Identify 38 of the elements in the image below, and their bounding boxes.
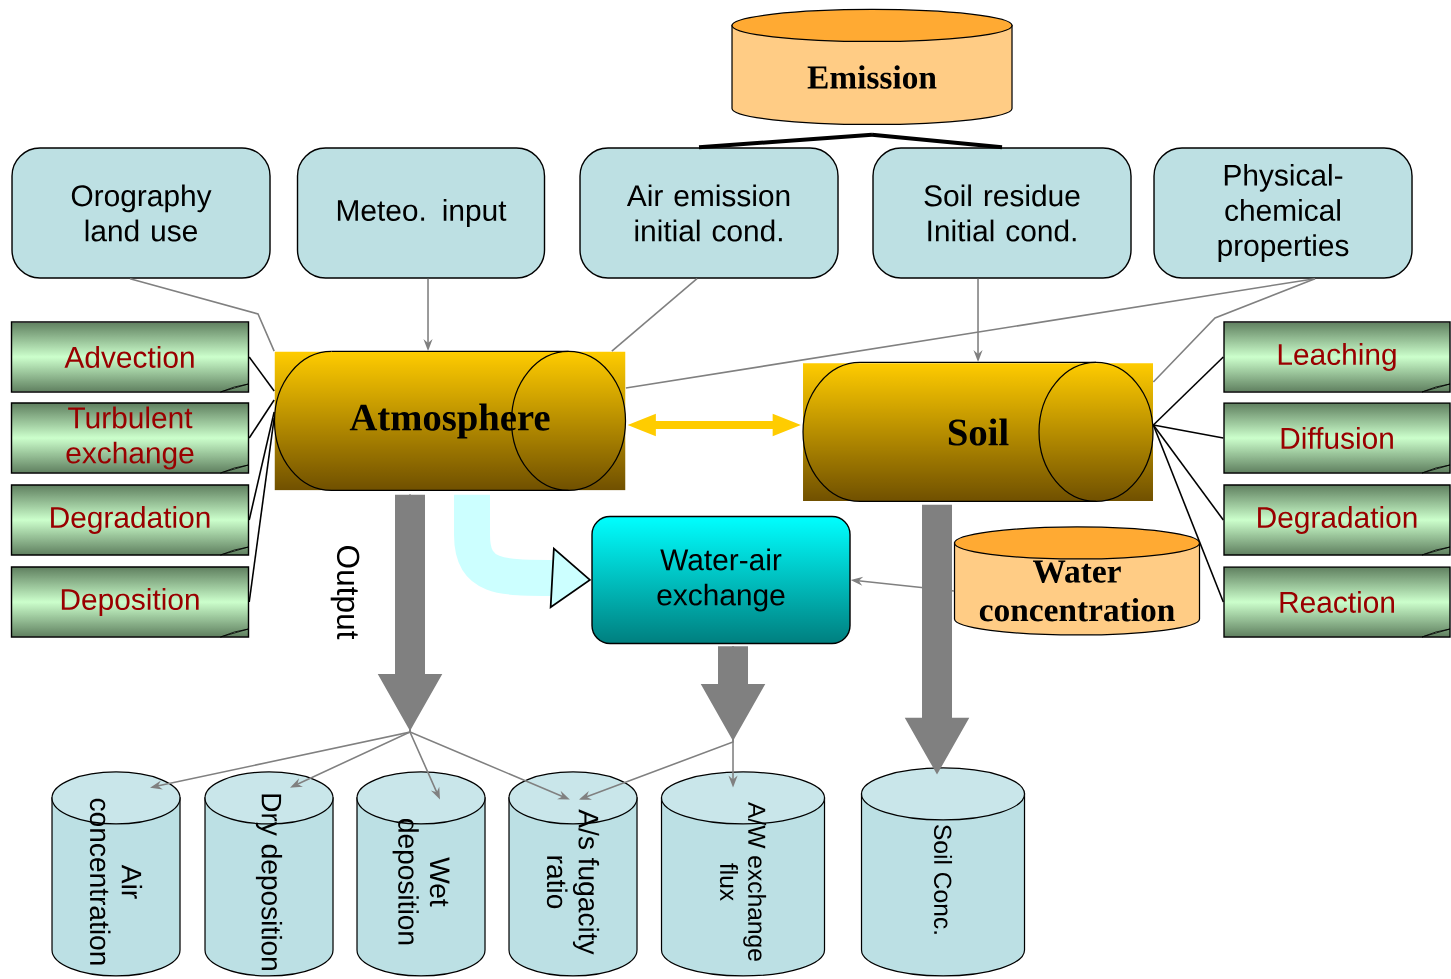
connector-line [1152,424,1225,521]
connector-line [1152,424,1225,439]
connector-line [248,356,275,392]
cylinder: Water concentration [953,526,1201,636]
output-cylinder: A/W exchange flux [660,771,826,977]
node-label: Soil [948,418,1009,446]
connector-line [248,417,275,603]
process-tab: Diffusion [1223,402,1451,474]
process-box: Water-air exchange [591,515,851,645]
connector-line [1152,424,1225,603]
input-box: Physical-chemical properties [1153,147,1413,279]
process-tab: Reaction [1223,566,1451,638]
output-cylinder: Dry deposition [204,771,334,977]
connector-line [1152,277,1316,383]
connector-line [248,411,275,521]
output-cylinder: Wet deposition [356,771,486,977]
cylinder: Emission [731,8,1013,126]
connector-line [625,277,1316,389]
process-tab: Turbulent exchange [10,402,250,474]
connector-line [698,132,873,150]
process-tab: Degradation [1223,484,1451,556]
input-box: Orography land use [11,147,271,279]
output-cylinder: A/s fugacity ratio [508,771,638,977]
compartment-tank: Soil [802,361,1154,503]
output-cylinder: Air concentration [51,771,181,977]
process-tab: Advection [10,321,250,393]
connector-line [611,277,698,352]
process-tab: Deposition [10,566,250,638]
input-box: Soil residue Initial cond. [872,147,1132,279]
output-label: Output [330,546,360,640]
output-cylinder: Soil Conc. [860,767,1026,977]
connector-line [248,399,275,439]
input-box: Meteo. input [296,147,546,279]
process-tab: Degradation [10,484,250,556]
process-tab: Leaching [1223,321,1451,393]
input-box: Air emission initial cond. [579,147,839,279]
connector-line [1152,356,1225,426]
connector-line [129,277,275,352]
